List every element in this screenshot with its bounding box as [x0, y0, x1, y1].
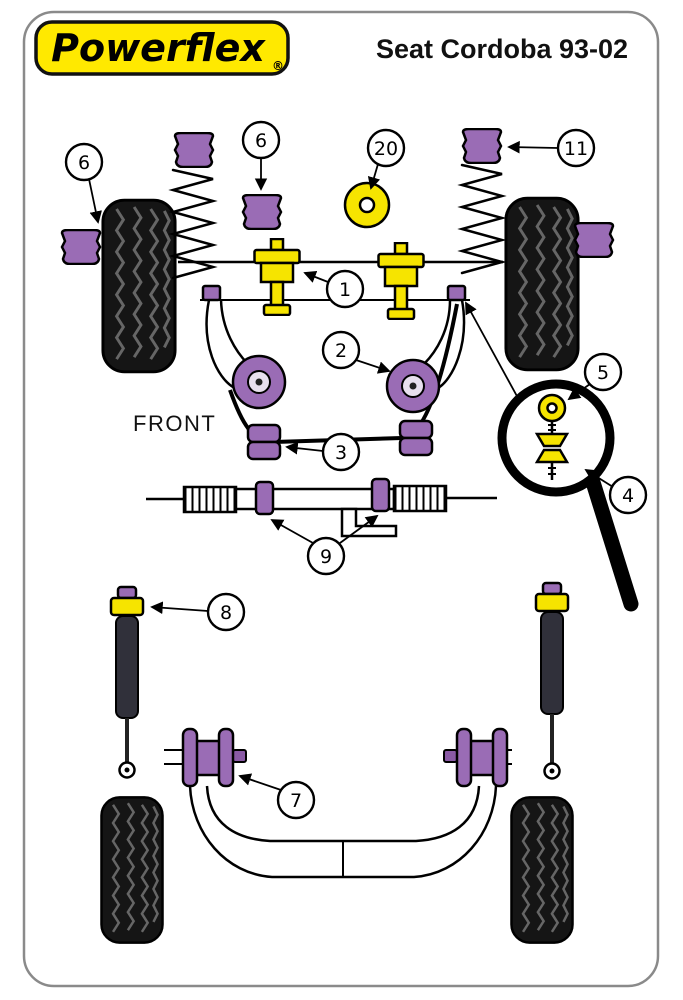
rear-right-tire — [510, 795, 574, 945]
wishbone-bush-left — [231, 354, 287, 410]
wishbone-bush-right — [385, 358, 441, 414]
bump-stop-far-right — [573, 222, 615, 258]
powerflex-logo: Powerflex ® — [34, 20, 290, 76]
callout-5: 5 — [567, 352, 623, 401]
shock-body-right — [540, 611, 564, 715]
front-right-tire — [504, 196, 580, 372]
callout-6-mid: 6 — [241, 120, 281, 191]
svg-text:6: 6 — [78, 152, 90, 174]
svg-text:11: 11 — [564, 138, 588, 160]
logo-box — [34, 20, 290, 76]
front-spring-left — [168, 168, 218, 280]
drop-link-bush — [534, 432, 570, 448]
svg-text:3: 3 — [335, 442, 347, 464]
svg-text:7: 7 — [290, 790, 302, 812]
bump-stop-spring-left — [173, 132, 215, 168]
callout-20: 20 — [366, 128, 406, 190]
svg-text:4: 4 — [622, 485, 634, 507]
rack-clamp-bush-left — [254, 480, 275, 516]
rear-axle-beam — [188, 785, 498, 879]
bump-stop-spring-right — [461, 128, 503, 164]
rear-beam-bush-left — [181, 727, 247, 788]
callout-1: 1 — [303, 269, 365, 309]
svg-text:1: 1 — [339, 279, 351, 301]
callout-4: 4 — [584, 468, 648, 515]
svg-text:9: 9 — [320, 546, 332, 568]
subframe-bush-left — [201, 284, 222, 302]
bump-stop-far-left — [60, 229, 102, 265]
callout-6-left: 6 — [64, 142, 104, 224]
front-spring-right — [457, 163, 507, 275]
callout-11: 11 — [507, 128, 596, 168]
callout-3: 3 — [285, 432, 361, 472]
strut-top-mount — [343, 181, 391, 229]
bump-stop-mid — [241, 194, 283, 230]
engine-mount-left — [253, 238, 301, 316]
rear-shock-right — [534, 581, 570, 780]
rear-top-mount-cap-right — [541, 581, 563, 596]
registered-mark-icon: ® — [272, 59, 284, 73]
callout-7: 7 — [238, 773, 316, 820]
page-title: Seat Cordoba 93-02 — [376, 34, 628, 64]
magnifier — [465, 301, 639, 612]
front-left-tire — [101, 198, 177, 374]
engine-mount-right — [377, 242, 425, 320]
svg-text:6: 6 — [255, 130, 267, 152]
callout-8: 8 — [150, 592, 246, 632]
arb-bush-left — [246, 423, 282, 461]
rear-top-mount-cap-left — [116, 585, 138, 600]
rear-bump-stop-right — [534, 592, 570, 613]
logo-text: Powerflex — [51, 26, 266, 70]
stub-axle-left — [164, 749, 184, 765]
magnifier-handle — [584, 471, 639, 612]
rear-beam-bush-right — [443, 727, 509, 788]
page-border — [22, 10, 660, 988]
steering-rack — [146, 477, 497, 538]
callout-9: 9 — [270, 514, 379, 576]
subframe-bush-right — [446, 284, 467, 302]
svg-text:8: 8 — [220, 602, 232, 624]
svg-text:5: 5 — [597, 362, 609, 384]
rack-bracket — [340, 507, 398, 538]
rear-shock-left — [109, 585, 145, 779]
rack-clamp-bush-right — [370, 477, 391, 513]
callout-2: 2 — [321, 330, 391, 374]
drop-link-detail — [534, 393, 570, 480]
svg-text:20: 20 — [374, 138, 398, 160]
magnifier-pointer — [465, 301, 525, 410]
bellows-right — [392, 484, 448, 513]
rear-bump-stop-left — [109, 596, 145, 617]
rear-left-tire — [100, 795, 164, 945]
bellows-left — [182, 485, 238, 514]
arb-bush-right — [398, 419, 434, 457]
stub-axle-right — [506, 749, 512, 765]
wishbone-right — [423, 299, 466, 390]
front-label: FRONT — [133, 411, 216, 436]
shock-body-left — [115, 615, 139, 719]
svg-text:2: 2 — [335, 340, 347, 362]
